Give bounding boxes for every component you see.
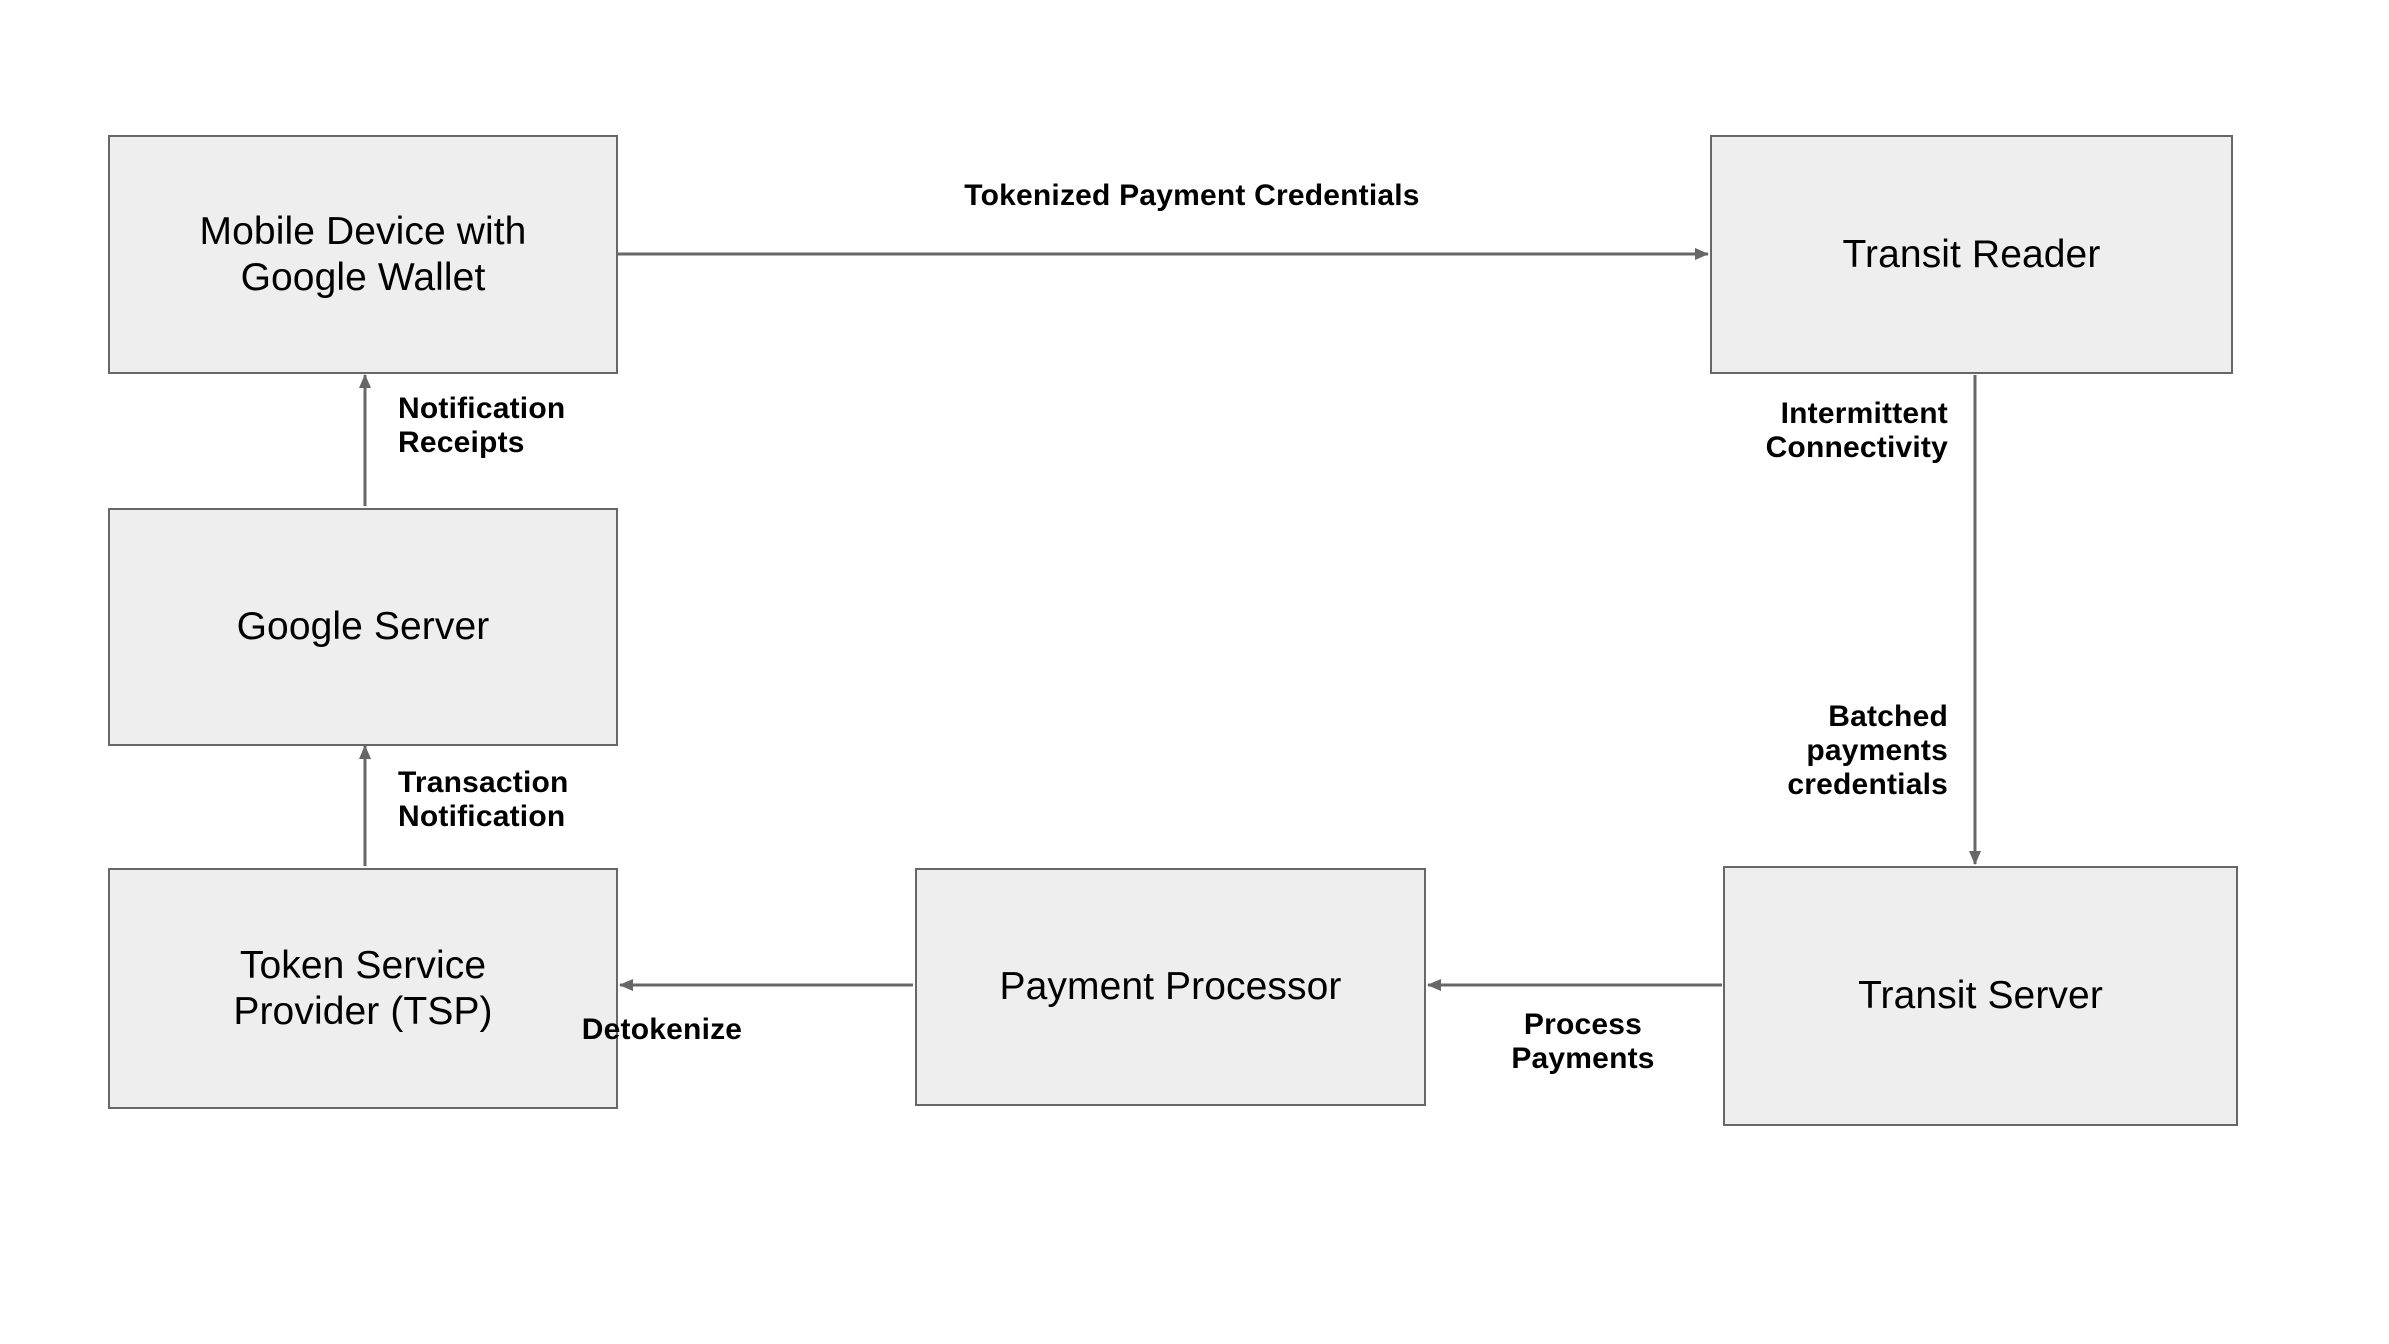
- node-google-server[interactable]: Google Server: [108, 508, 618, 746]
- node-transit-reader[interactable]: Transit Reader: [1710, 135, 2233, 374]
- node-label: Transit Server: [1858, 974, 2103, 1018]
- node-payment-processor[interactable]: Payment Processor: [915, 868, 1426, 1106]
- node-token-service-provider[interactable]: Token Service Provider (TSP): [108, 868, 618, 1109]
- node-label: Transit Reader: [1842, 232, 2101, 276]
- node-label: Token Service Provider (TSP): [233, 943, 493, 1033]
- node-mobile-device-with-google-wallet[interactable]: Mobile Device with Google Wallet: [108, 135, 618, 374]
- edge-label-intermittent-connectivity: Intermittent Connectivity: [1765, 397, 1948, 464]
- node-label: Google Server: [236, 605, 490, 649]
- node-transit-server[interactable]: Transit Server: [1723, 866, 2238, 1126]
- edge-label-tokenized-payment-credentials: Tokenized Payment Credentials: [964, 179, 1420, 212]
- edge-label-process-payments: Process Payments: [1511, 1008, 1655, 1075]
- edge-label-detokenize: Detokenize: [581, 1013, 743, 1046]
- node-label: Mobile Device with Google Wallet: [199, 209, 527, 299]
- edge-label-notification-receipts: Notification Receipts: [398, 392, 566, 459]
- node-label: Payment Processor: [999, 965, 1342, 1009]
- edge-label-transaction-notification: Transaction Notification: [398, 766, 569, 833]
- edge-label-batched-payments-credentials: Batched payments credentials: [1787, 700, 1948, 801]
